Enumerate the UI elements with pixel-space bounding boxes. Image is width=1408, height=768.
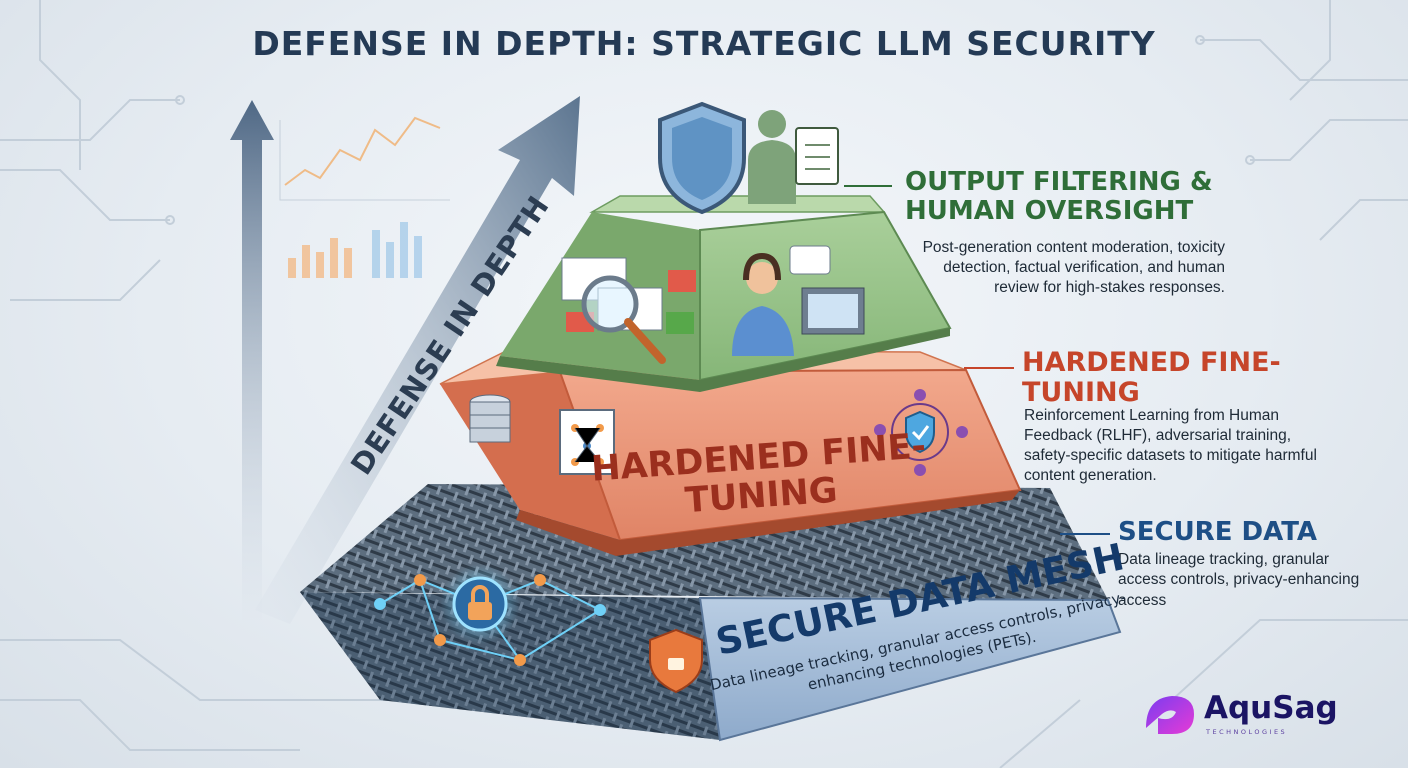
database-icon [469, 394, 511, 443]
logo-mark-icon [1146, 696, 1194, 734]
description-secure-data: Data lineage tracking, granular access c… [1118, 551, 1360, 609]
neural-network-icon [559, 409, 615, 475]
logo-tagline: TECHNOLOGIES [1206, 728, 1288, 736]
diagonal-arrow [255, 96, 580, 624]
background-chart-bars [288, 222, 422, 278]
vertical-arrow [230, 100, 274, 620]
logo-name: AquSag [1204, 690, 1338, 726]
shield-icon [658, 101, 746, 215]
description-hardened-fine-tuning: Reinforcement Learning from Human Feedba… [1024, 407, 1317, 485]
page-title: DEFENSE IN DEPTH: STRATEGIC LLM SECURITY [252, 24, 1156, 63]
background-chart-line [279, 116, 450, 201]
heading-output-filtering: OUTPUT FILTERING & HUMAN OVERSIGHT [905, 167, 1213, 227]
network-shield-icon [874, 389, 968, 476]
description-output-filtering: Post-generation content moderation, toxi… [922, 239, 1225, 297]
magnifier-icon [581, 275, 666, 364]
agent-headset-icon [732, 245, 865, 356]
heading-hardened-fine-tuning: HARDENED FINE-TUNING [1022, 347, 1281, 409]
company-logo[interactable]: AquSag TECHNOLOGIES [1142, 688, 1352, 744]
person-clipboard-icon [748, 110, 839, 204]
heading-secure-data: SECURE DATA [1118, 517, 1318, 547]
padlock-icon [452, 576, 508, 632]
shield-lock-icon [649, 628, 703, 694]
network-graph [374, 574, 606, 666]
